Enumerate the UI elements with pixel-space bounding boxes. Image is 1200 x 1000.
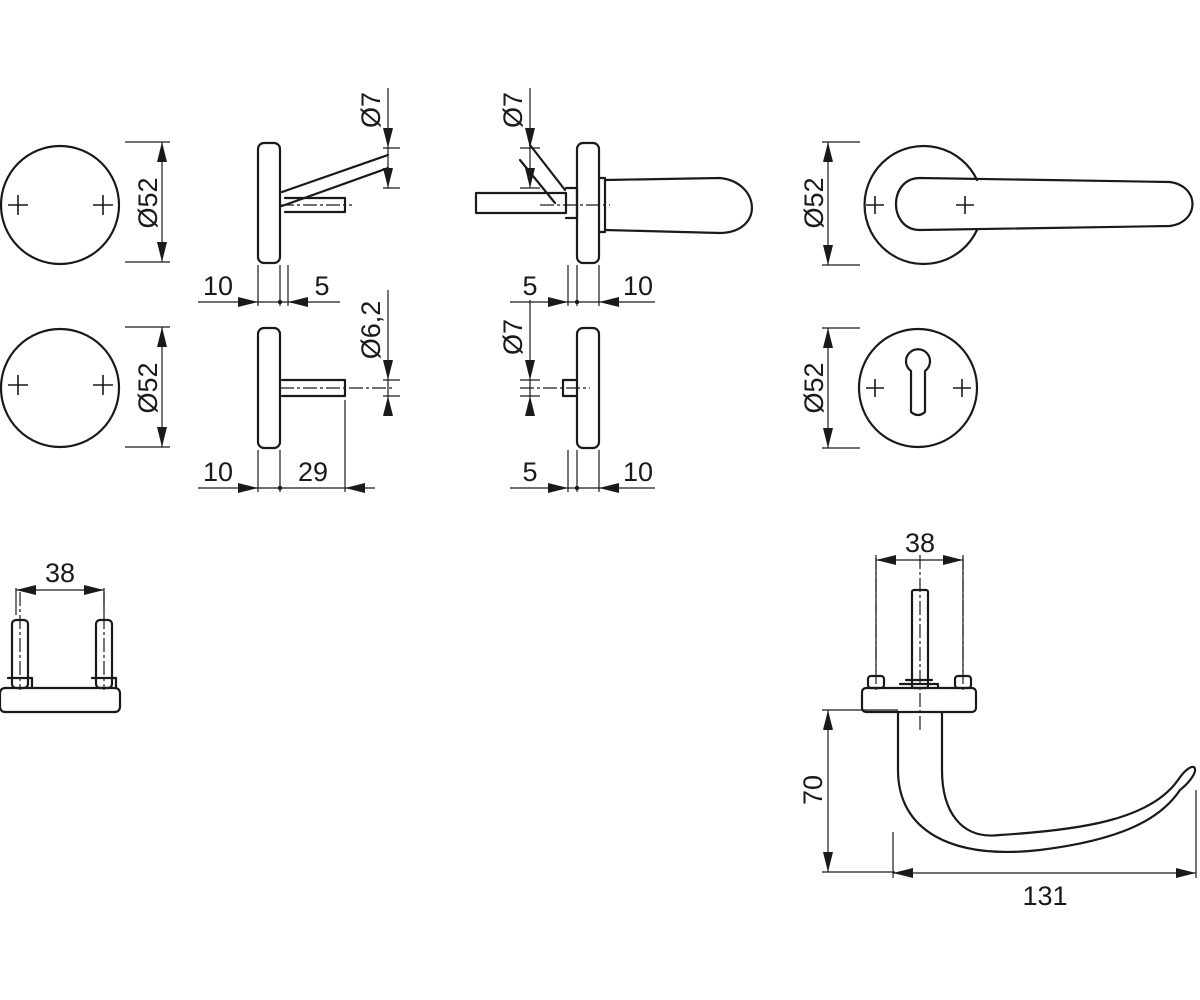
rose-side-view-hole	[510, 300, 655, 493]
handle-rose-diameter-label: Ø52	[799, 177, 829, 228]
plate-thickness-c-label: 10	[623, 271, 653, 301]
bolt-plate-view	[0, 585, 122, 714]
rose-side-view-angled-bolt	[198, 88, 400, 307]
bolt-spacing-right-label: 38	[905, 528, 935, 558]
handle-profile-view	[822, 555, 1197, 878]
fix-hole-diameter-low-label: Ø7	[498, 319, 528, 355]
plate-thickness-b-label: 10	[203, 457, 233, 487]
plate-thickness-a-label: 10	[203, 271, 233, 301]
bolt-spacing-left-label: 38	[45, 558, 75, 588]
rose-front-view-bottom	[0, 326, 170, 449]
rose-diameter-top-label: Ø52	[133, 177, 163, 228]
handle-front-view	[822, 141, 1194, 266]
handle-side-view	[474, 88, 753, 307]
handle-length-label: 131	[1022, 881, 1067, 911]
fix-hole-diameter-top-label: Ø7	[356, 92, 386, 128]
pin-length-label: 29	[298, 457, 328, 487]
offset-c-label: 5	[522, 457, 537, 487]
fix-hole-diameter-mid-label: Ø7	[498, 92, 528, 128]
offset-a-label: 5	[314, 271, 329, 301]
escutcheon-diameter-label: Ø52	[799, 362, 829, 413]
rose-diameter-bottom-label: Ø52	[133, 362, 163, 413]
offset-b-label: 5	[522, 271, 537, 301]
rose-side-view-pin	[198, 290, 400, 493]
handle-height-label: 70	[798, 775, 828, 805]
rose-front-view-top	[0, 141, 170, 266]
escutcheon-front-view	[822, 327, 979, 449]
fix-pin-diameter-label: Ø6,2	[356, 301, 386, 360]
plate-thickness-d-label: 10	[623, 457, 653, 487]
